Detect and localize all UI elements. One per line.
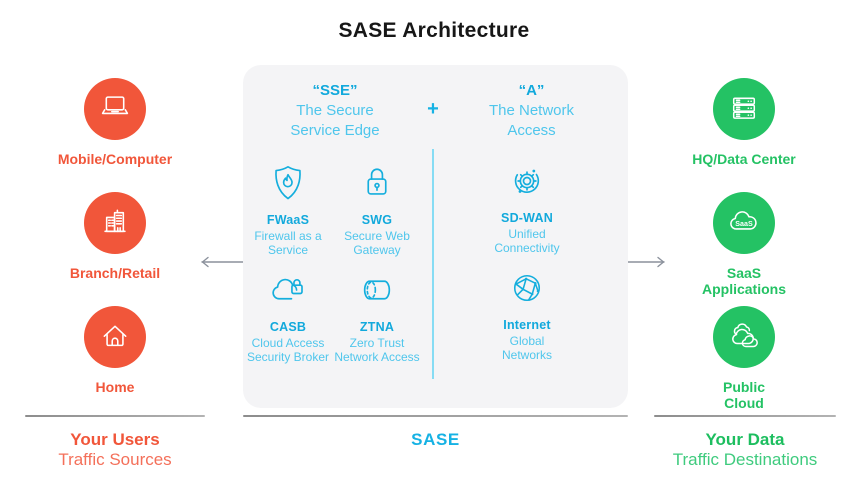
destination-circle <box>713 78 775 140</box>
service-casb: CASB Cloud Access Security Broker <box>238 269 338 364</box>
server-stack-icon <box>732 97 756 119</box>
service-swg: SWG Secure Web Gateway <box>327 162 427 257</box>
gear-orbit-icon <box>514 169 540 193</box>
source-label: Branch/Retail <box>69 265 161 281</box>
service-desc: Cloud Access Security Broker <box>246 336 330 364</box>
page-title: SASE Architecture <box>338 19 530 42</box>
service-fwaas: FWaaS Firewall as a Service <box>238 162 338 257</box>
saas-cloud-icon: SaaS <box>730 211 757 230</box>
sse-subtitle-line2: Service Edge <box>290 122 380 139</box>
service-desc: Unified Connectivity <box>494 227 560 255</box>
saas-icon-text: SaaS <box>735 220 753 228</box>
service-abbr: CASB <box>269 320 307 334</box>
tunnel-icon <box>363 280 391 300</box>
na-subtitle-line1: The Network <box>488 102 575 119</box>
padlock-icon <box>367 168 387 195</box>
house-icon <box>103 325 127 347</box>
service-abbr: SD-WAN <box>501 211 553 225</box>
service-abbr: FWaaS <box>266 213 310 227</box>
service-sdwan: SD-WAN Unified Connectivity <box>477 160 577 255</box>
service-internet: Internet Global Networks <box>477 267 577 362</box>
destination-circle: SaaS <box>713 192 775 254</box>
source-label: Mobile/Computer <box>57 151 173 167</box>
service-abbr: Internet <box>503 318 551 332</box>
sse-abbr: “SSE” <box>312 82 358 99</box>
source-mobile-computer: Mobile/Computer <box>25 78 205 167</box>
source-branch-retail: Branch/Retail <box>25 192 205 281</box>
service-desc: Zero Trust Network Access <box>334 336 420 364</box>
source-circle <box>84 78 146 140</box>
sse-header: “SSE” The Secure Service Edge <box>243 81 427 141</box>
globe-network-icon <box>513 274 541 302</box>
destination-public-cloud: Public Cloud <box>654 306 834 411</box>
source-circle <box>84 192 146 254</box>
destination-hq-data-center: HQ/Data Center <box>654 78 834 167</box>
sase-footer-title: SASE <box>411 430 460 449</box>
divider-line <box>654 415 836 417</box>
sase-footer: SASE <box>243 415 628 450</box>
divider-line <box>243 415 628 417</box>
destination-saas-applications: SaaS SaaS Applications <box>654 192 834 297</box>
service-desc: Global Networks <box>501 334 552 362</box>
destination-label: HQ/Data Center <box>692 151 796 167</box>
service-ztna: ZTNA Zero Trust Network Access <box>327 269 427 364</box>
destination-label: Public Cloud <box>722 379 765 411</box>
clouds-icon <box>732 323 758 348</box>
service-desc: Firewall as a Service <box>254 229 322 257</box>
source-circle <box>84 306 146 368</box>
destinations-footer-subtitle: Traffic Destinations <box>672 450 818 469</box>
network-access-header: “A” The Network Access <box>435 81 628 141</box>
destination-circle <box>713 306 775 368</box>
destination-label: SaaS Applications <box>701 265 786 297</box>
plus-sign: + <box>427 98 439 120</box>
cloud-lock-icon <box>272 278 303 300</box>
na-subtitle-line2: Access <box>507 122 556 139</box>
divider-line <box>25 415 205 417</box>
destinations-footer: Your Data Traffic Destinations <box>654 415 836 470</box>
sources-footer-title: Your Users <box>70 430 160 449</box>
vertical-divider <box>432 149 434 379</box>
shield-flame-icon <box>275 165 301 200</box>
source-home: Home <box>25 306 205 395</box>
sources-footer-subtitle: Traffic Sources <box>58 450 172 469</box>
service-abbr: ZTNA <box>359 320 395 334</box>
sse-subtitle-line1: The Secure <box>296 102 374 119</box>
destinations-footer-title: Your Data <box>705 430 785 449</box>
sources-footer: Your Users Traffic Sources <box>25 415 205 470</box>
buildings-icon <box>104 209 126 233</box>
na-abbr: “A” <box>518 82 545 99</box>
source-label: Home <box>95 379 135 395</box>
sase-box: “SSE” The Secure Service Edge + “A” The … <box>243 65 628 408</box>
service-abbr: SWG <box>361 213 393 227</box>
service-desc: Secure Web Gateway <box>344 229 410 257</box>
laptop-icon <box>101 96 129 115</box>
